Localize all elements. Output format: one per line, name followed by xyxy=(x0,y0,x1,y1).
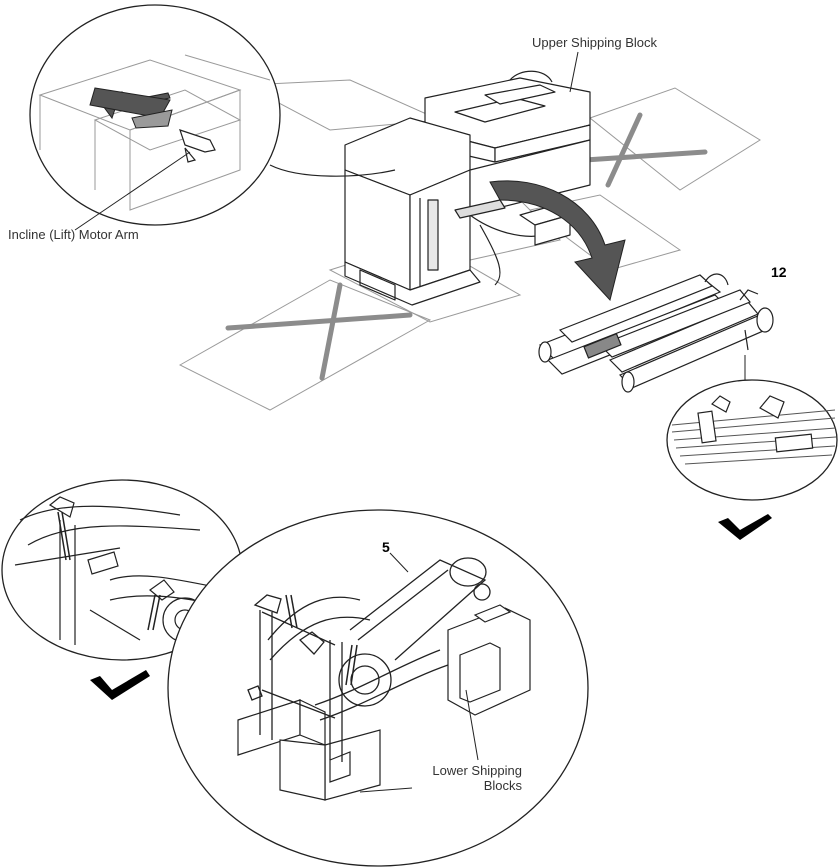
lower-shipping-blocks-label: Lower Shipping Blocks xyxy=(410,763,522,793)
discard-cross-marks xyxy=(225,112,708,381)
detail-circle-straps xyxy=(666,379,838,501)
leader-motor-arm xyxy=(74,151,191,231)
upper-shipping-block xyxy=(344,70,591,306)
callout-5: 5 xyxy=(382,539,390,555)
upper-shipping-block-label: Upper Shipping Block xyxy=(532,35,658,50)
incline-motor-arm-label: Incline (Lift) Motor Arm xyxy=(8,227,139,242)
checkmark-icon xyxy=(90,670,150,700)
rail-bundle xyxy=(538,273,774,393)
lower-shipping-blocks-label-line2: Blocks xyxy=(483,778,522,793)
lower-shipping-blocks-label-line1: Lower Shipping xyxy=(432,763,522,778)
curved-arrow-icon xyxy=(489,180,626,302)
callout-12: 12 xyxy=(771,264,787,280)
detail-circle-lower-blocks xyxy=(167,509,589,867)
detail-circle-frame xyxy=(1,479,243,661)
checkmark-icon xyxy=(718,514,772,540)
detail-circle-motor-arm xyxy=(29,4,396,226)
